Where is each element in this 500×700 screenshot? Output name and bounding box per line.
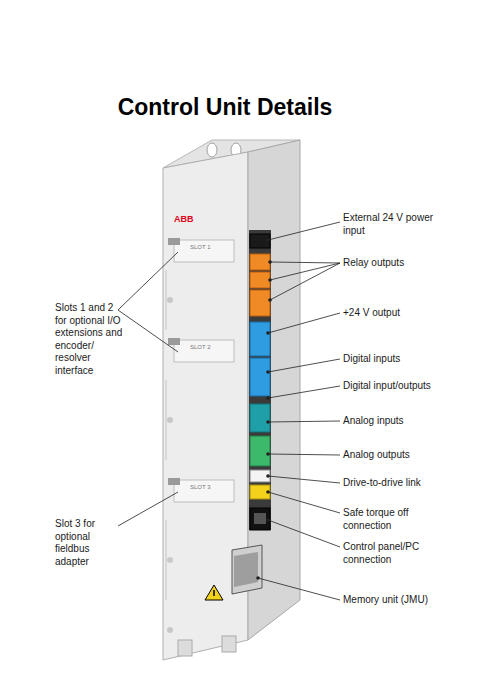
leader-dots bbox=[256, 238, 272, 580]
slot-cover bbox=[174, 480, 234, 502]
callout-label: Control panel/PC connection bbox=[343, 541, 438, 566]
leader-lines bbox=[118, 222, 340, 600]
mounting-hole bbox=[207, 143, 217, 157]
sto-terminal bbox=[250, 485, 270, 499]
terminal-strip bbox=[249, 230, 271, 530]
warning-mark bbox=[213, 590, 215, 596]
callout-label: Memory unit (JMU) bbox=[343, 594, 473, 607]
relay-terminal bbox=[250, 290, 270, 316]
vent-grooves bbox=[166, 270, 167, 600]
relay-terminal bbox=[250, 254, 270, 270]
slot-latch bbox=[168, 238, 180, 245]
mounting-foot bbox=[222, 636, 236, 652]
panel-port-socket bbox=[254, 513, 266, 524]
slot-cover bbox=[174, 340, 234, 362]
relay-terminal bbox=[250, 272, 270, 288]
slot-latch bbox=[168, 338, 180, 345]
callout-label: Slots 1 and 2 for optional I/O extension… bbox=[55, 302, 127, 377]
callout-label: Drive-to-drive link bbox=[343, 477, 473, 490]
analog-output-terminal bbox=[250, 436, 270, 466]
slot-marking: SLOT 2 bbox=[190, 344, 230, 352]
screw bbox=[167, 417, 173, 423]
screw bbox=[167, 297, 173, 303]
screw bbox=[167, 627, 173, 633]
callout-label: Safe torque off connection bbox=[343, 507, 438, 532]
brand-logo: ABB bbox=[174, 214, 204, 225]
panel-port bbox=[250, 508, 270, 530]
warning-symbol bbox=[205, 585, 223, 600]
memory-unit-label-area bbox=[234, 552, 258, 587]
callout-label: Slot 3 for optional fieldbus adapter bbox=[55, 518, 115, 568]
slot-cover bbox=[174, 240, 234, 262]
callout-label: Digital inputs bbox=[343, 353, 463, 366]
d2d-terminal bbox=[250, 470, 270, 482]
screw bbox=[167, 557, 173, 563]
callout-label: Relay outputs bbox=[343, 257, 463, 270]
digital-terminal bbox=[250, 358, 270, 396]
callout-label: Analog outputs bbox=[343, 449, 463, 462]
power-connector bbox=[250, 234, 270, 248]
mounting-foot bbox=[178, 640, 192, 656]
slot-marking: SLOT 3 bbox=[190, 484, 230, 492]
analog-input-terminal bbox=[250, 404, 270, 432]
slot-marking: SLOT 1 bbox=[190, 244, 230, 252]
callout-label: External 24 V power input bbox=[343, 212, 455, 237]
diagram-title: Control Unit Details bbox=[60, 93, 390, 122]
digital-terminal bbox=[250, 322, 270, 356]
memory-unit bbox=[232, 545, 262, 594]
callout-label: +24 V output bbox=[343, 307, 463, 320]
callout-label: Analog inputs bbox=[343, 415, 463, 428]
slot-latch bbox=[168, 478, 180, 485]
callout-label: Digital input/outputs bbox=[343, 380, 473, 393]
